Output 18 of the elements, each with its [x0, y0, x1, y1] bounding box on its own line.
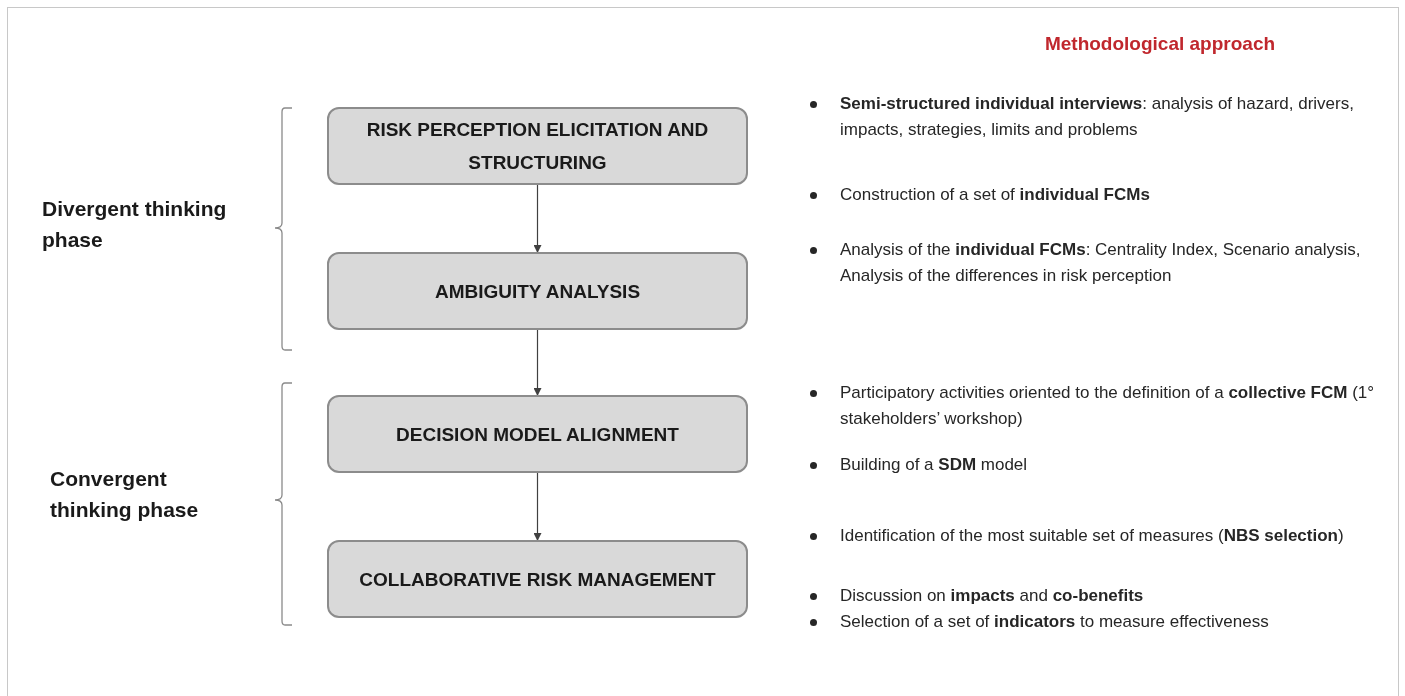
process-box: COLLABORATIVE RISK MANAGEMENT	[327, 540, 748, 618]
arrow	[533, 472, 542, 541]
bullet-text: Selection of a set of indicators to measure effectiveness	[840, 611, 1270, 633]
bullet-text: Analysis of the individual FCMs: Centrality Index, Scenario analysis, Analysis of the differences in risk perception	[840, 239, 1362, 287]
arrow	[533, 184, 542, 253]
column-heading: Methodological approach	[1043, 32, 1277, 56]
bullet-text: Building of a SDM model	[840, 454, 1029, 476]
phase-label: Divergent thinking phase	[42, 196, 228, 253]
bullet-text: Semi-structured individual interviews: analysis of hazard, drivers, impacts, strategies, limits and problems	[840, 93, 1355, 141]
bullet-text: Identification of the most suitable set of measures (NBS selection)	[840, 525, 1345, 547]
bullet-text: Participatory activities oriented to the definition of a collective FCM (1° stakeholders’ workshop)	[840, 382, 1376, 430]
process-box: RISK PERCEPTION ELICITATION AND STRUCTURING	[327, 107, 748, 185]
process-box: DECISION MODEL ALIGNMENT	[327, 395, 748, 473]
bullet-text: Construction of a set of individual FCMs	[840, 184, 1151, 206]
process-box: AMBIGUITY ANALYSIS	[327, 252, 748, 330]
bullet-text: Discussion on impacts and co-benefits	[840, 585, 1145, 607]
phase-label: Convergent thinking phase	[50, 466, 200, 523]
arrow	[533, 329, 542, 396]
